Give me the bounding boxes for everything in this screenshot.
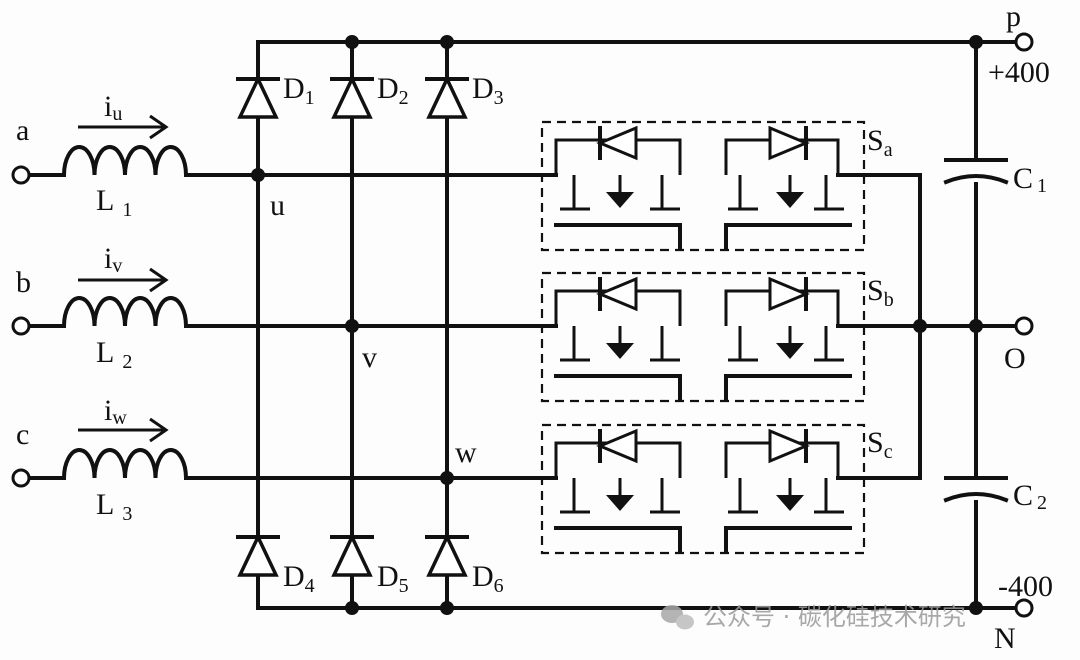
- label-diode-d6: D6: [472, 560, 504, 597]
- label-current-iv: iv: [104, 242, 122, 277]
- switch-module-sa: [540, 120, 866, 252]
- current-arrow-iu: [78, 114, 169, 140]
- switch-module-sc: [540, 423, 866, 555]
- label-diode-d4: D4: [283, 560, 315, 597]
- watermark-text: 公众号 · 碳化硅技术研究: [703, 603, 966, 631]
- terminal-o: [1014, 316, 1034, 336]
- current-arrow-iv: [78, 267, 169, 293]
- label-current-iu: iu: [104, 90, 122, 125]
- switch-module-sb: [540, 271, 866, 403]
- label-voltage-top: +400: [988, 56, 1050, 89]
- label-node-w: w: [455, 436, 477, 469]
- diode-d1: [236, 74, 280, 119]
- terminal-n: [1014, 598, 1034, 618]
- label-diode-d5: D5: [377, 560, 409, 597]
- label-terminal-p: p: [1006, 0, 1021, 33]
- label-node-u: u: [270, 189, 285, 222]
- label-terminal-c: c: [16, 418, 29, 451]
- label-terminal-n: N: [994, 622, 1016, 655]
- label-diode-d3: D3: [472, 72, 504, 109]
- label-voltage-bottom: -400: [998, 570, 1053, 603]
- wechat-icon: [661, 605, 694, 630]
- diode-d4: [236, 532, 280, 577]
- inductor-l2: [61, 296, 189, 329]
- junction-dots: [251, 35, 983, 615]
- label-switch-sb: Sb: [867, 274, 894, 311]
- capacitor-c1: [943, 158, 1009, 185]
- label-switch-sa: Sa: [867, 124, 893, 161]
- label-terminal-o: O: [1004, 342, 1026, 375]
- diode-d5: [330, 532, 374, 577]
- diode-d6: [425, 532, 469, 577]
- diode-d2: [330, 74, 374, 119]
- inductor-l1: [61, 145, 189, 178]
- label-terminal-a: a: [16, 114, 29, 147]
- label-node-v: v: [362, 341, 377, 374]
- terminal-p: [1014, 32, 1034, 52]
- terminal-c: [11, 468, 31, 488]
- current-arrow-iw: [78, 417, 169, 443]
- label-switch-sc: Sc: [867, 426, 893, 463]
- label-diode-d1: D1: [283, 72, 315, 109]
- terminal-a: [11, 165, 31, 185]
- watermark: 公众号 · 碳化硅技术研究: [661, 603, 966, 631]
- label-terminal-b: b: [16, 266, 31, 299]
- diode-d3: [425, 74, 469, 119]
- capacitor-c2: [943, 476, 1009, 503]
- terminal-b: [11, 316, 31, 336]
- label-diode-d2: D2: [377, 72, 409, 109]
- inductor-l3: [61, 448, 189, 481]
- label-current-iw: iw: [104, 394, 127, 429]
